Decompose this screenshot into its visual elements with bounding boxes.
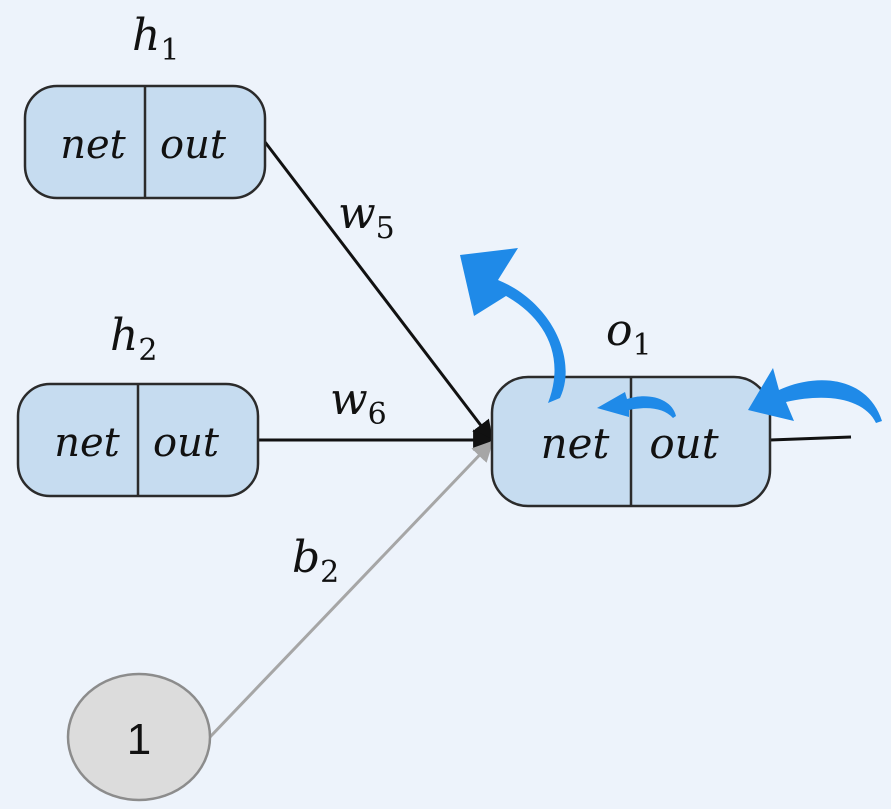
neuron-h2: h2 net out (16, 310, 260, 498)
neuron-o1: o1 net out (490, 305, 772, 508)
backprop-arrow-out-to-net-icon (597, 392, 676, 418)
neuron-h1-out: out (160, 122, 227, 168)
edge-label-b2: b2 (292, 532, 339, 590)
neuron-h2-out: out (153, 420, 220, 466)
edge-label-w5: w5 (338, 188, 395, 246)
neuron-h1: h1 net out (23, 10, 267, 200)
neuron-o1-net: net (541, 419, 610, 468)
bias-node-label: 1 (127, 715, 151, 764)
backprop-arrow-incoming-icon (748, 368, 882, 423)
neuron-label-h1: h1 (132, 10, 179, 68)
neuron-h1-net: net (60, 122, 126, 168)
neuron-h2-net: net (54, 420, 120, 466)
bias-node: 1 (66, 672, 212, 802)
edge-b2 (208, 440, 494, 739)
edge-w5 (263, 141, 494, 442)
edge-label-w6: w6 (330, 374, 387, 432)
neuron-o1-out: out (649, 419, 718, 468)
neuron-label-h2: h2 (110, 310, 157, 368)
neuron-label-o1: o1 (606, 305, 652, 363)
output-edge (769, 435, 852, 442)
backprop-arrow-outgoing-icon (460, 248, 566, 403)
